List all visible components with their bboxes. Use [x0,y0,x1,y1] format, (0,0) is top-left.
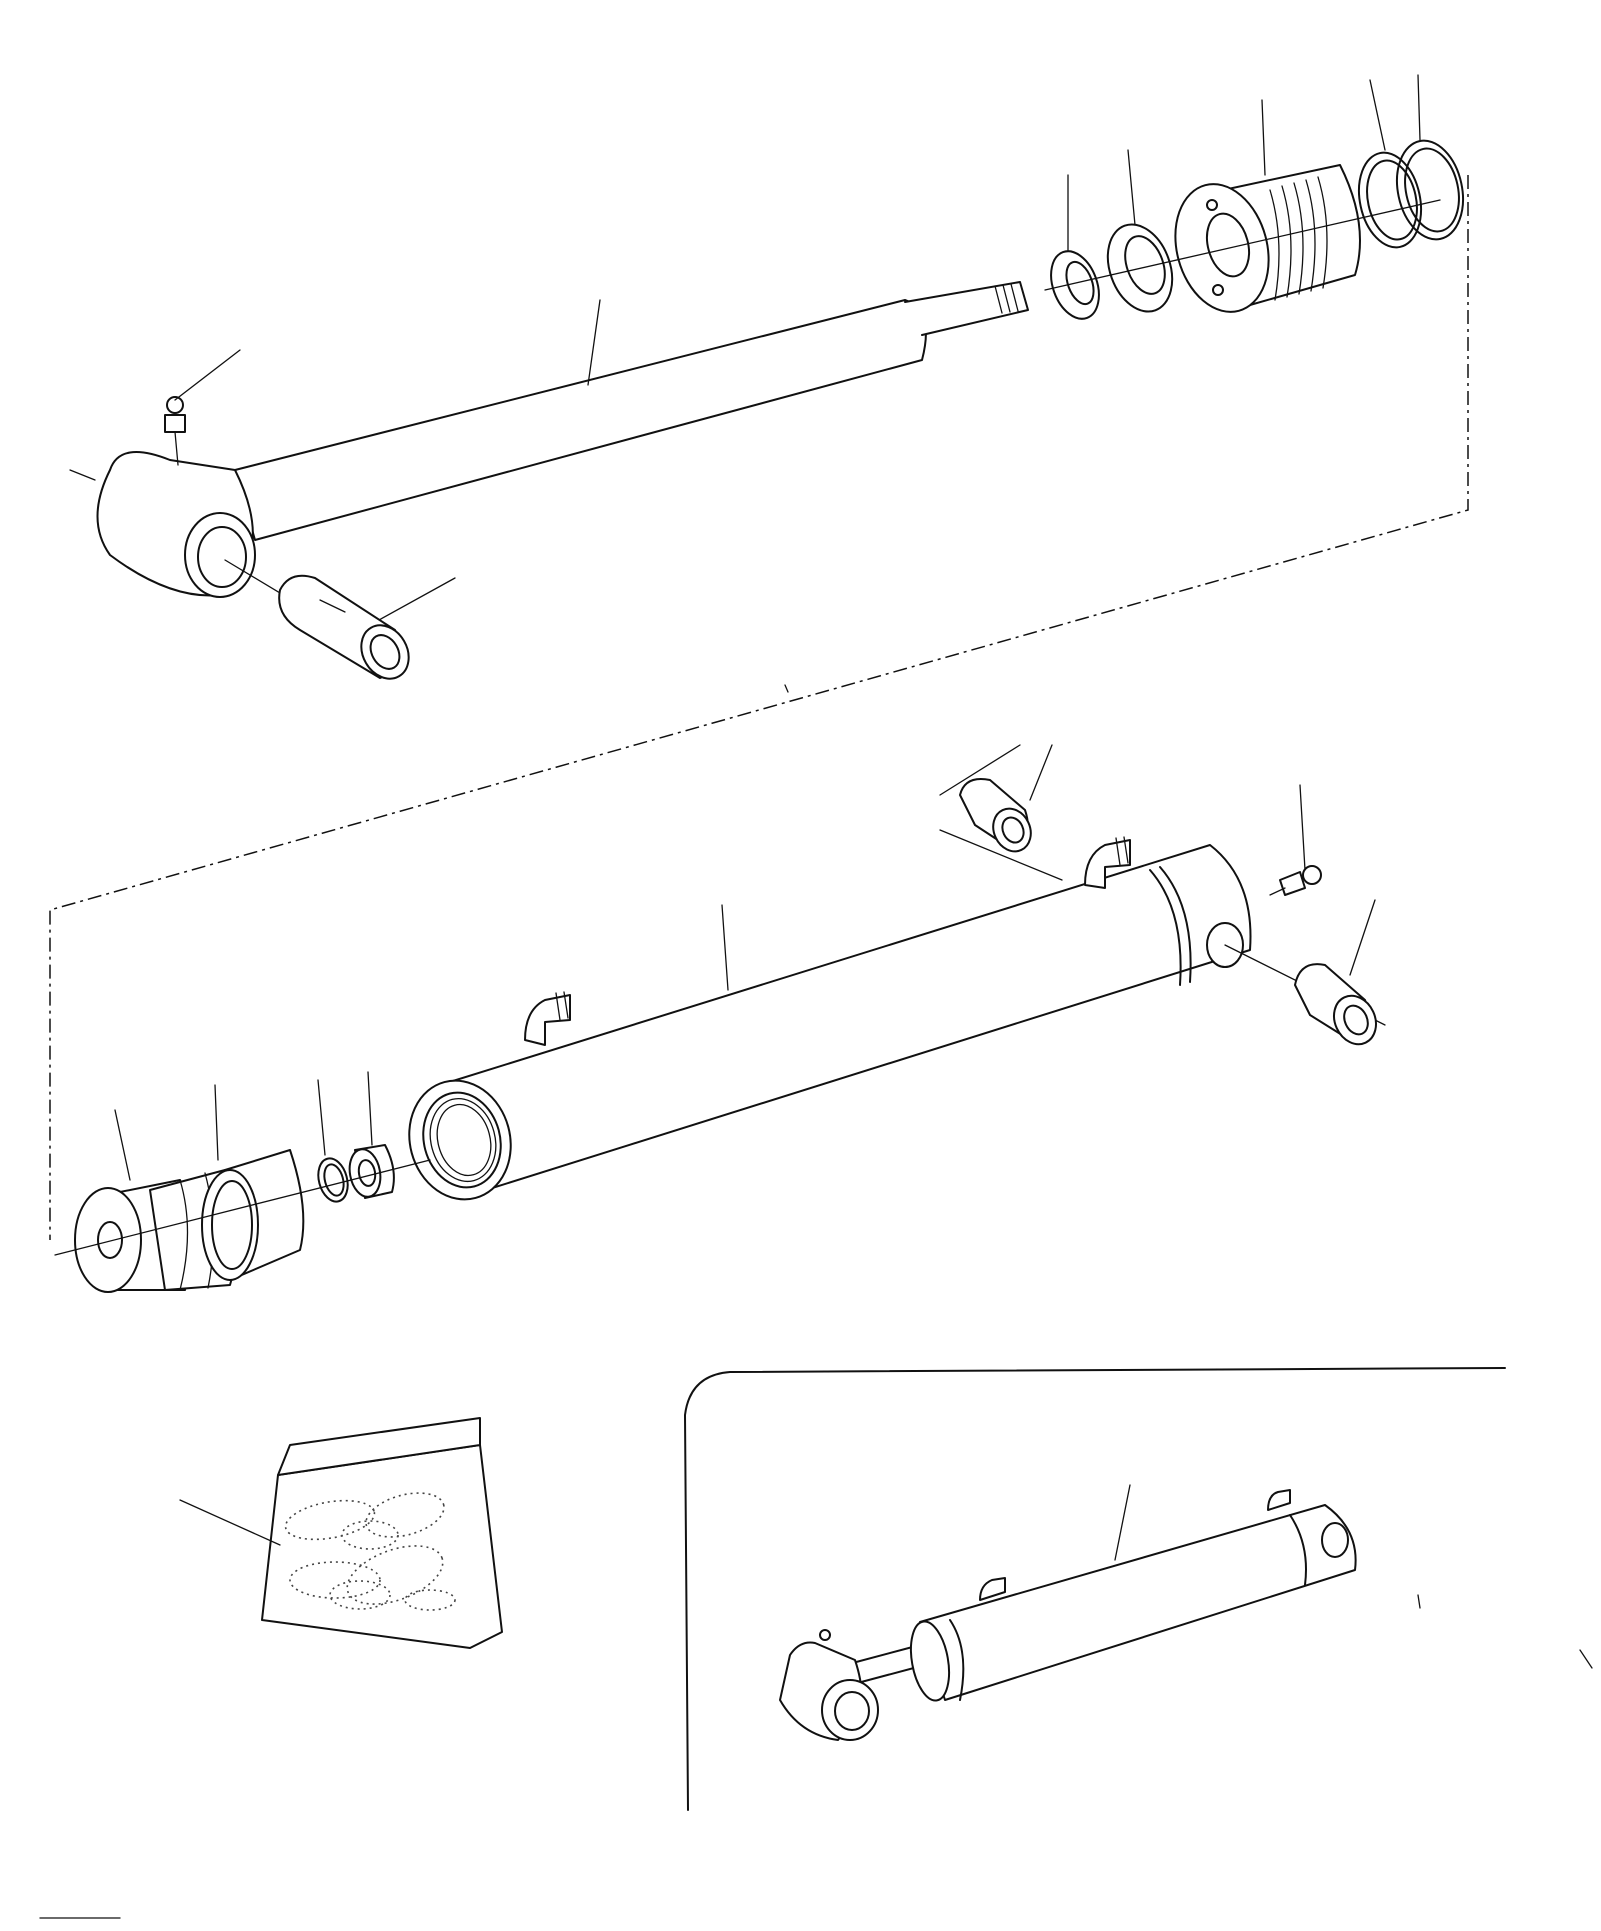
leader-lines-lower-left [54,1071,431,1256]
piston-rod [96,281,1029,666]
leader-lines-middle [721,744,1063,991]
assembled-view-frame [684,1367,1506,1811]
leader-line-seal-kit [179,1499,281,1546]
piston-nut [348,1144,395,1199]
bushing-barrel-top [959,778,1032,853]
leader-line-assembled [1114,1484,1131,1561]
leader-lines-top [69,299,601,626]
assembly-frame-lines [49,175,1469,1240]
stray-marks [39,684,1593,1919]
cylinder-barrel [408,836,1386,1201]
bushing-top [278,574,410,680]
grease-nipple-barrel [1269,865,1322,896]
piston-guide-ring [201,1149,305,1281]
leader-lines-barrel-end [1029,744,1376,976]
bushing-barrel-right [1294,963,1377,1046]
seal-kit-bag [261,1417,503,1649]
seal-ring-lower [317,1157,349,1203]
cylinder-head-gland [1174,164,1361,313]
leader-lines-upper-right [1044,74,1441,291]
assembled-cylinder [779,1489,1357,1741]
seal-ring-1 [1050,250,1100,320]
o-ring-1 [1358,151,1422,249]
seal-kit-o-rings [284,1492,456,1611]
o-ring-2 [1396,139,1464,241]
